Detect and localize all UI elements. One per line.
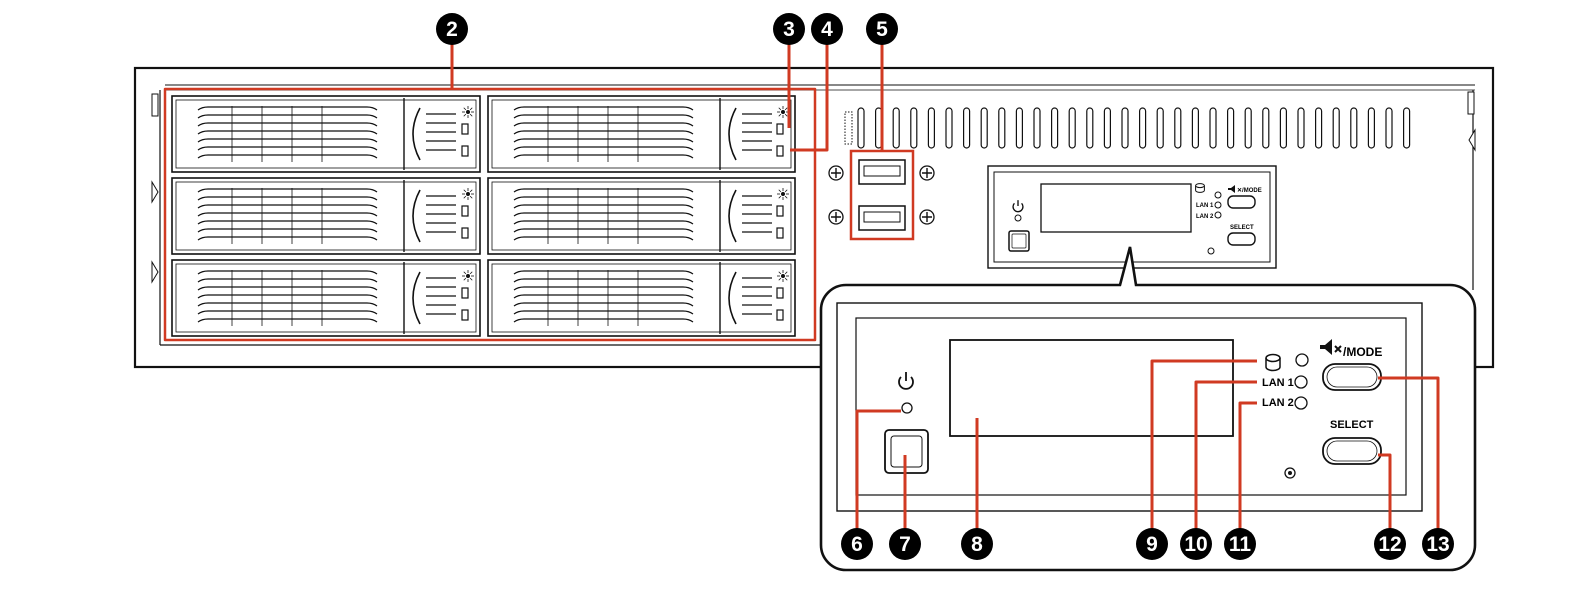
power-led (901, 402, 913, 414)
svg-text:6: 6 (851, 533, 863, 556)
mute-mode-button[interactable] (1322, 363, 1382, 391)
drive-tray-4[interactable] (487, 177, 796, 255)
speaker-mute-icon (1320, 339, 1342, 355)
callout-number-8: 8 (961, 528, 993, 560)
front-panel-enlarged: LAN 1 LAN 2 /MODE SELECT (836, 302, 1423, 512)
svg-text:13: 13 (1426, 533, 1449, 556)
drive-bay-grid (171, 95, 796, 337)
callout-leader-lines (163, 42, 1440, 543)
lan2-led (1294, 396, 1308, 410)
screw-icon (828, 165, 935, 225)
power-icon (898, 372, 914, 390)
disk-icon (1265, 353, 1281, 372)
callout-number-7: 7 (889, 528, 921, 560)
svg-text:✕/MODE: ✕/MODE (1237, 187, 1262, 194)
svg-text:LAN 1: LAN 1 (1196, 203, 1214, 209)
svg-text:SELECT: SELECT (1230, 225, 1254, 231)
svg-text:4: 4 (821, 18, 833, 41)
lan1-label: LAN 1 (1262, 377, 1294, 389)
svg-text:5: 5 (876, 18, 888, 41)
svg-text:2: 2 (446, 18, 458, 41)
callout-number-4: 4 (811, 13, 843, 45)
drive-tray-5[interactable] (171, 259, 481, 337)
drive-tray-1[interactable] (171, 95, 481, 173)
vent-slots (844, 107, 1411, 149)
svg-text:12: 12 (1378, 533, 1401, 556)
usb-port-area (828, 149, 935, 241)
usb-port-top[interactable] (858, 159, 906, 185)
lan1-led (1294, 375, 1308, 389)
callout-number-12: 12 (1374, 528, 1406, 560)
svg-text:10: 10 (1184, 533, 1207, 556)
lcd-display (949, 339, 1234, 437)
svg-text:3: 3 (783, 18, 795, 41)
select-button-label: SELECT (1330, 419, 1374, 431)
callout-number-9: 9 (1136, 528, 1168, 560)
usb-port-bottom[interactable] (858, 205, 906, 231)
power-button[interactable] (884, 429, 929, 474)
select-button[interactable] (1322, 437, 1382, 465)
front-panel-small: LAN 1 LAN 2 ✕/MODE SELECT (987, 165, 1277, 269)
callout-number-2: 2 (436, 13, 468, 45)
callout-number-3: 3 (773, 13, 805, 45)
callout-number-10: 10 (1180, 528, 1212, 560)
reset-hole[interactable] (1284, 467, 1296, 479)
callout-number-11: 11 (1224, 528, 1256, 560)
drive-tray-6[interactable] (487, 259, 796, 337)
callout-number-6: 6 (841, 528, 873, 560)
power-icon (1012, 200, 1024, 213)
drive-tray-2[interactable] (487, 95, 796, 173)
mode-button-label: /MODE (1343, 345, 1382, 359)
svg-text:LAN 2: LAN 2 (1196, 214, 1214, 220)
disk-access-led (1295, 353, 1309, 367)
svg-text:11: 11 (1229, 533, 1252, 556)
svg-text:8: 8 (971, 533, 983, 556)
callout-number-5: 5 (866, 13, 898, 45)
callout-number-13: 13 (1422, 528, 1454, 560)
svg-text:9: 9 (1146, 533, 1158, 556)
svg-text:7: 7 (899, 533, 911, 556)
disk-icon (1195, 183, 1205, 193)
drive-tray-3[interactable] (171, 177, 481, 255)
lan2-label: LAN 2 (1262, 397, 1294, 409)
